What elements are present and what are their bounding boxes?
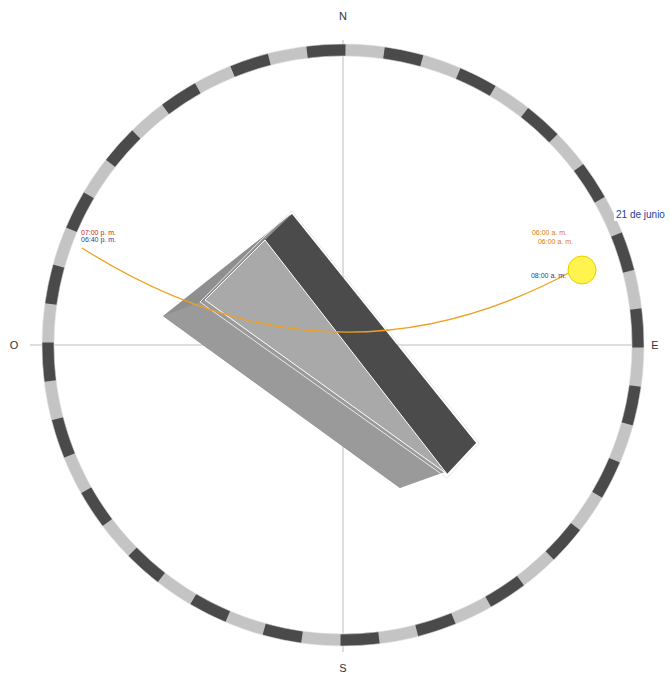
sun-symbol (568, 256, 596, 284)
compass-ring-edge (42, 44, 644, 646)
compass-south: S (339, 663, 346, 674)
roof-outline (200, 211, 479, 478)
compass-ring-edge (54, 56, 632, 634)
building-shadow-face (163, 215, 476, 488)
roof-outline (205, 240, 447, 474)
sunset-time: 06:40 p. m. (81, 236, 116, 243)
compass-ring-segments (14, 16, 670, 674)
sunset-time: 07:00 p. m. (81, 229, 116, 236)
building-volume (163, 211, 479, 488)
sunrise-time: 06:00 a. m. (538, 238, 573, 245)
sunrise-time: 06:00 a. m. (532, 229, 567, 236)
building-roof-dark (265, 214, 476, 474)
date-label: 21 de junio (614, 209, 667, 221)
sun-path-curve (82, 248, 576, 332)
compass-west: O (10, 340, 19, 351)
compass-east: E (651, 340, 658, 351)
compass-north: N (339, 11, 347, 22)
sun-time: 08:00 a. m. (531, 272, 566, 279)
